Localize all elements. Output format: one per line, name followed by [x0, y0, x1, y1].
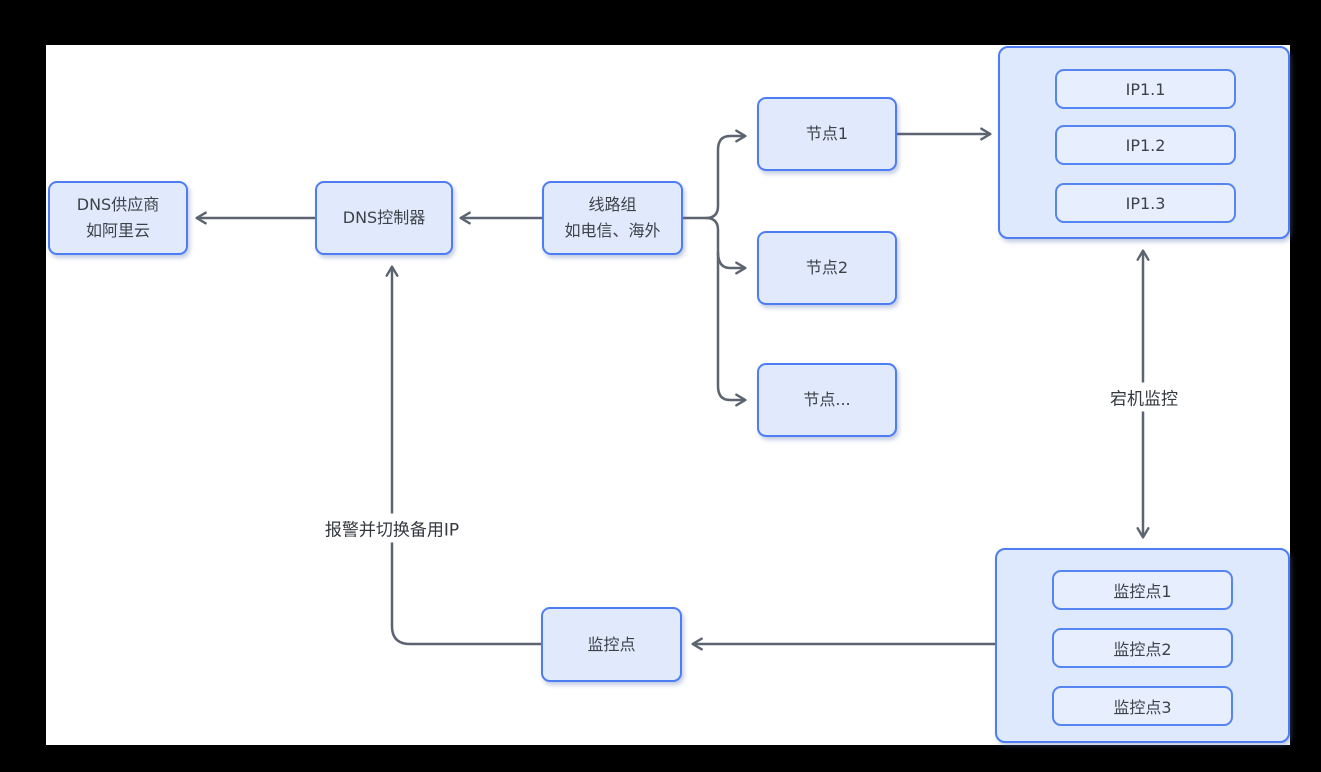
node-node2-label: 节点2 — [805, 258, 849, 278]
node-node1-label: 节点1 — [805, 124, 849, 144]
monitor-item-1[interactable]: 监控点1 — [1052, 570, 1233, 610]
node-monitor-point-label: 监控点 — [587, 634, 636, 654]
node-dns-controller-label: DNS控制器 — [342, 208, 426, 228]
node-node1[interactable]: 节点1 — [757, 97, 897, 171]
edge-monitorpoint-to-controller — [385, 265, 541, 646]
ip-item-1[interactable]: IP1.1 — [1055, 69, 1236, 109]
edge-fork-to-node1 — [705, 129, 747, 220]
node-dns-controller[interactable]: DNS控制器 — [315, 181, 453, 255]
node-line-group-line1: 线路组 — [588, 195, 637, 215]
node-line-group[interactable]: 线路组 如电信、海外 — [542, 181, 683, 255]
node-node2[interactable]: 节点2 — [757, 231, 897, 305]
node-monitor-point[interactable]: 监控点 — [541, 607, 682, 682]
ip-item-2[interactable]: IP1.2 — [1055, 125, 1236, 165]
edge-label-downtime-monitor: 宕机监控 — [1106, 382, 1182, 412]
node-line-group-line2: 如电信、海外 — [564, 221, 661, 240]
edge-fork-to-node2 — [716, 251, 747, 275]
monitor-item-2[interactable]: 监控点2 — [1052, 628, 1233, 668]
group-monitor-points[interactable]: 监控点1 监控点2 监控点3 — [995, 548, 1290, 743]
node-node-more-label: 节点... — [803, 390, 851, 410]
node-dns-provider[interactable]: DNS供应商 如阿里云 — [48, 181, 188, 255]
group-ip-pool[interactable]: IP1.1 IP1.2 IP1.3 — [998, 46, 1290, 239]
node-node-more[interactable]: 节点... — [757, 363, 897, 437]
edge-fork-to-node-more — [705, 216, 747, 407]
node-dns-provider-line2: 如阿里云 — [85, 221, 150, 240]
monitor-item-3[interactable]: 监控点3 — [1052, 686, 1233, 726]
ip-item-3[interactable]: IP1.3 — [1055, 183, 1236, 223]
node-dns-provider-line1: DNS供应商 — [76, 195, 160, 215]
edge-label-alert-switch-ip: 报警并切换备用IP — [320, 513, 464, 543]
